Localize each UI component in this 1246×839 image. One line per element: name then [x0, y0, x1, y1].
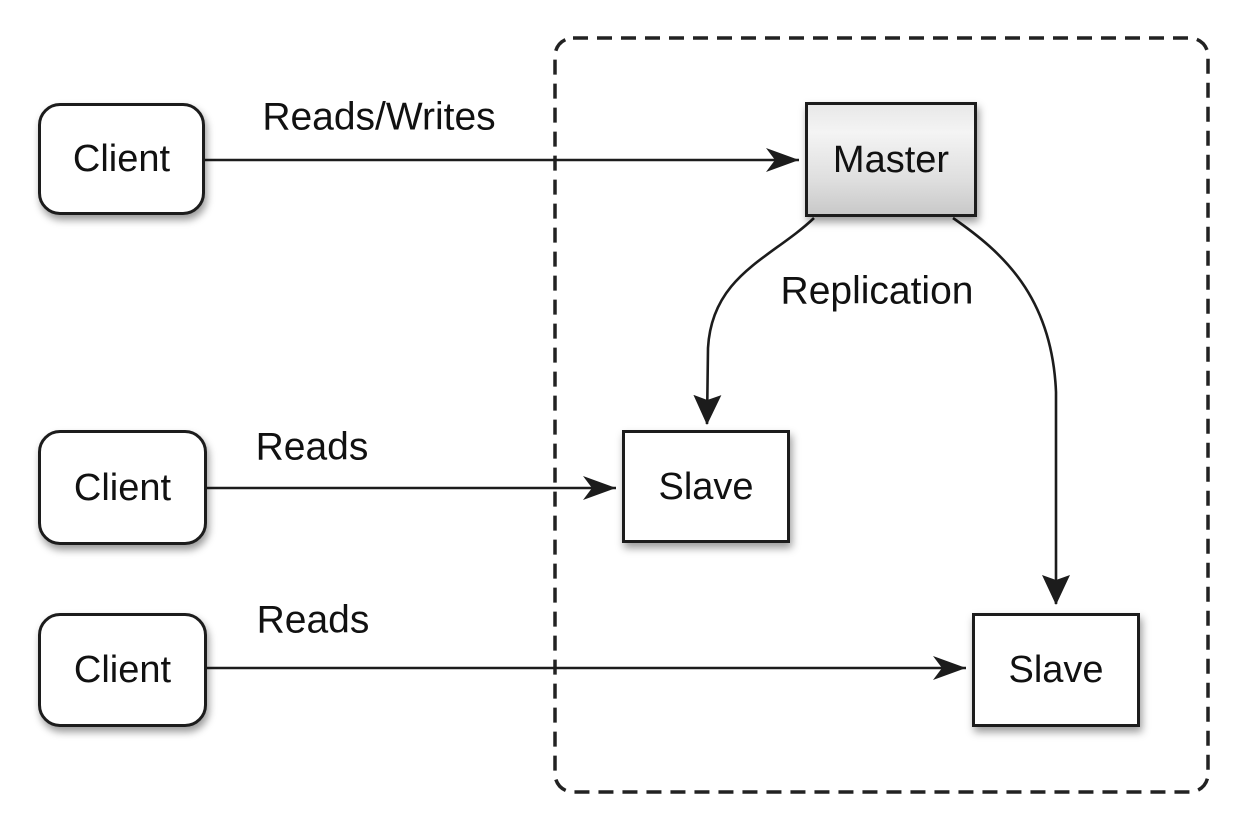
edge-label-reads-bottom: Reads — [256, 598, 370, 642]
node-slave-right: Slave — [972, 613, 1140, 727]
node-client-1-label: Client — [72, 138, 171, 180]
node-client-2: Client — [38, 430, 207, 545]
node-slave-left: Slave — [622, 430, 790, 543]
edge-label-reads-middle: Reads — [255, 425, 369, 469]
edge-replication-left-arrow — [693, 217, 815, 425]
node-master-label: Master — [832, 138, 950, 181]
edge-label-replication: Replication — [780, 269, 974, 313]
node-client-2-label: Client — [73, 466, 172, 509]
node-client-3-label: Client — [73, 649, 172, 691]
node-client-3: Client — [38, 613, 207, 727]
edge-replication-right-arrow — [952, 216, 1070, 605]
node-slave-right-label: Slave — [1008, 649, 1104, 691]
node-client-1: Client — [38, 103, 205, 215]
node-master: Master — [805, 102, 977, 217]
node-slave-left-label: Slave — [658, 465, 754, 508]
edge-label-reads-writes: Reads/Writes — [262, 95, 496, 139]
